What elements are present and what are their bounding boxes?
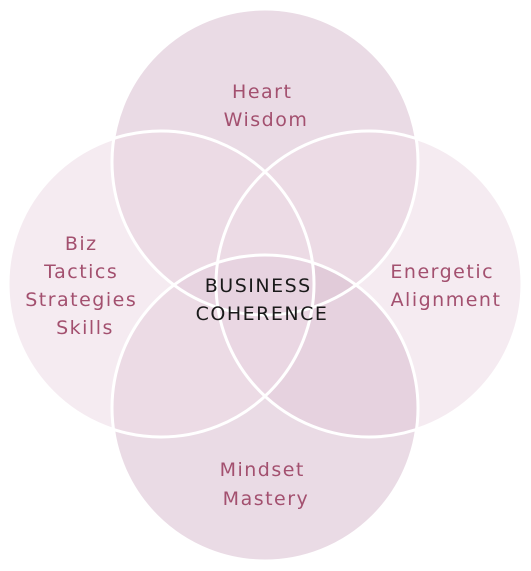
outline-mindset-mastery <box>110 253 420 563</box>
label-heart-wisdom-line-1: Heart <box>232 81 292 103</box>
outline-biz-skills <box>6 129 316 439</box>
label-biz-skills-line-1: Biz <box>65 233 98 255</box>
label-energetic-alignment-line-1: Energetic <box>390 261 494 283</box>
label-heart-wisdom: Heart Wisdom <box>224 81 309 131</box>
center-label-line-2: COHERENCE <box>196 303 329 325</box>
outline-energetic-alignment <box>214 129 524 439</box>
center-label-line-1: BUSINESS <box>205 275 312 297</box>
label-mindset-mastery-line-1: Mindset <box>220 459 305 481</box>
label-biz-skills-line-4: Skills <box>56 317 114 339</box>
label-mindset-mastery: Mindset Mastery <box>220 459 313 510</box>
label-heart-wisdom-line-2: Wisdom <box>224 109 309 131</box>
label-biz-skills: Biz Tactics Strategies Skills <box>25 233 145 339</box>
label-mindset-mastery-line-2: Mastery <box>223 488 310 510</box>
label-biz-skills-line-3: Strategies <box>25 289 137 311</box>
center-label: BUSINESS COHERENCE <box>196 275 329 325</box>
label-energetic-alignment-line-2: Alignment <box>391 289 502 311</box>
label-biz-skills-line-2: Tactics <box>43 261 118 283</box>
label-energetic-alignment: Energetic Alignment <box>390 261 501 311</box>
outline-heart-wisdom <box>110 7 420 317</box>
